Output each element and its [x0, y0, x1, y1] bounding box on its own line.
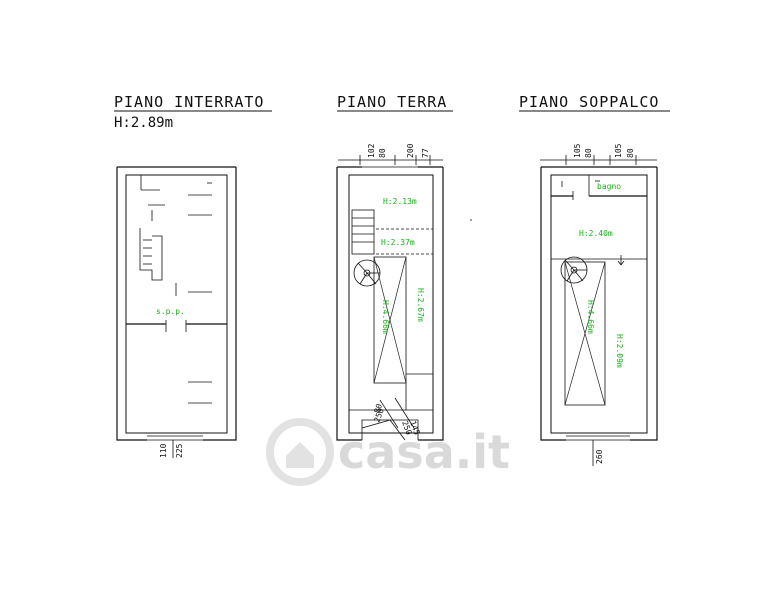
- room-label-bagno: bagno: [597, 182, 621, 191]
- dim-terra-top-3: 200: [406, 143, 415, 158]
- dim-terra-top-1: 102: [367, 143, 376, 158]
- dim-terra-bottom-1: 80: [372, 402, 384, 414]
- dim-soppalco-top-4: 80: [626, 148, 635, 158]
- dim-interrato-b: 110: [159, 443, 168, 458]
- dim-interrato-a: 225: [175, 443, 184, 458]
- height-soppalco-2: H:4.66m: [586, 300, 595, 334]
- height-soppalco-3: H:2.09m: [615, 334, 624, 368]
- title-piano-interrato: PIANO INTERRATO: [114, 93, 264, 111]
- ceiling-height-interrato: H:2.89m: [114, 115, 173, 131]
- height-soppalco-1: H:2.40m: [579, 229, 613, 238]
- dim-terra-top-4: 77: [421, 148, 430, 158]
- dim-soppalco-top-2: 80: [584, 148, 593, 158]
- title-piano-terra: PIANO TERRA: [337, 93, 447, 111]
- panel-piano-interrato: PIANO INTERRATO H:2.89m s.p.p.: [114, 93, 272, 458]
- watermark: casa.it: [266, 418, 510, 486]
- dim-soppalco-bottom: 260: [595, 449, 604, 464]
- space-label-spp: s.p.p.: [156, 307, 185, 316]
- height-terra-4: H:4.66m: [381, 300, 390, 334]
- height-terra-2: H:2.37m: [381, 238, 415, 247]
- dim-soppalco-top-1: 105: [573, 143, 582, 158]
- height-terra-1: H:2.13m: [383, 197, 417, 206]
- panel-piano-terra: PIANO TERRA 102 80 200 77: [336, 93, 472, 441]
- panel-piano-soppalco: PIANO SOPPALCO 105 80 105 80 bagno H:2.4…: [519, 93, 670, 466]
- height-terra-3: H:2.67m: [416, 288, 425, 322]
- dim-soppalco-top-3: 105: [614, 143, 623, 158]
- dim-terra-top-2: 80: [378, 148, 387, 158]
- watermark-text: casa.it: [338, 425, 510, 479]
- title-piano-soppalco: PIANO SOPPALCO: [519, 93, 659, 111]
